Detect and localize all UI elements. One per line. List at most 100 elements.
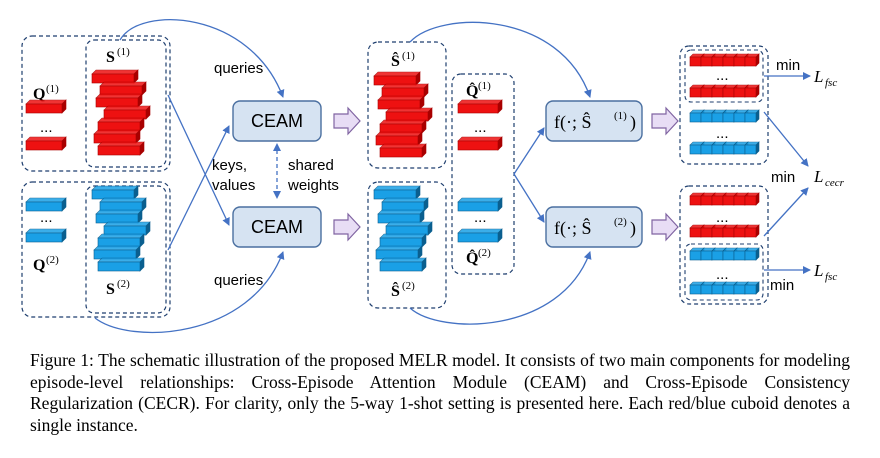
output-top-blue-grid — [689, 109, 760, 155]
cuboid — [103, 105, 151, 111]
cuboid — [744, 144, 757, 155]
episode2-box — [21, 181, 171, 318]
output-top-red-dots: ... — [716, 67, 729, 84]
cuboid — [379, 143, 427, 149]
block-arrow-bottom — [333, 212, 361, 242]
cuboid — [25, 201, 63, 212]
cuboid — [700, 195, 713, 206]
loss-fsc-top: L fsc — [813, 67, 837, 89]
cuboid — [95, 97, 139, 108]
cuboid — [375, 249, 419, 260]
min-top-label: min — [776, 57, 800, 74]
output-top-box — [679, 45, 769, 165]
cuboid — [733, 195, 746, 206]
cuboid — [733, 112, 746, 123]
cuboid — [99, 201, 143, 212]
cuboid — [103, 225, 147, 236]
support1-box — [85, 39, 167, 168]
cuboid — [457, 140, 499, 151]
q2hat-cuboids — [457, 197, 503, 243]
cuboid — [689, 144, 702, 155]
block-arrow-out-top — [651, 106, 679, 136]
qhat-to-f-bottom — [513, 173, 545, 223]
cuboid — [711, 284, 724, 295]
svg-text:Ŝ: Ŝ — [391, 281, 400, 300]
svg-text:(2): (2) — [478, 247, 491, 259]
svg-text:f(·; Ŝ: f(·; Ŝ — [554, 217, 592, 239]
shared-label: shared — [288, 157, 334, 174]
cuboid — [385, 221, 433, 227]
q2hat-dots: ... — [474, 209, 487, 226]
cuboid — [97, 233, 145, 239]
cuboid — [91, 185, 139, 191]
svg-text:(1): (1) — [117, 46, 130, 58]
block-arrow-top — [333, 106, 361, 136]
keys-values-line-1 — [167, 94, 230, 226]
cuboid — [99, 197, 147, 203]
cuboid — [711, 112, 724, 123]
cuboid — [25, 232, 63, 243]
support2-label: S (2) — [106, 278, 130, 298]
cuboid — [375, 245, 423, 251]
q1hat-label: Q̂ (1) — [466, 80, 491, 100]
cuboid — [700, 284, 713, 295]
ceam-top-box — [232, 100, 322, 142]
cuboid — [700, 87, 713, 98]
cuboid — [97, 237, 141, 248]
cuboid — [711, 144, 724, 155]
cuboid — [722, 227, 735, 238]
melr-diagram: Q (1) S (1) ... ... Q (2) S (2) CEAM CEA… — [21, 19, 845, 334]
cuboid — [457, 99, 503, 105]
output-bottom-red-dots: ... — [716, 209, 729, 226]
ceam-top-label: CEAM — [251, 111, 303, 131]
cuboid — [689, 87, 702, 98]
cecr-arrow-bottom — [763, 187, 809, 237]
svg-text:fsc: fsc — [825, 271, 837, 283]
cuboid — [385, 107, 433, 113]
cuboid — [711, 56, 724, 67]
cuboid — [744, 56, 757, 67]
keys-values-line-2 — [167, 125, 230, 251]
output-bottom-red-grid — [689, 192, 760, 238]
cuboid — [689, 56, 702, 67]
query2-dots: ... — [40, 209, 53, 226]
cuboid — [722, 195, 735, 206]
min-bottom-label: min — [770, 277, 794, 294]
support2-cuboids — [91, 185, 151, 272]
cuboid — [103, 221, 151, 227]
cuboid — [97, 141, 145, 147]
cuboid — [744, 195, 757, 206]
svg-text:fsc: fsc — [825, 77, 837, 89]
min-cecr-label: min — [771, 169, 795, 186]
cuboid — [744, 227, 757, 238]
query1-cuboids — [25, 99, 67, 151]
cuboid — [377, 209, 425, 215]
output-bottom-box — [679, 185, 769, 305]
query2-cuboids — [25, 197, 67, 243]
svg-text:S: S — [106, 281, 115, 298]
queries-bottom-label: queries — [214, 272, 263, 289]
cuboid — [377, 99, 421, 110]
s2hat-to-f-curve — [409, 251, 592, 325]
cuboid — [99, 85, 143, 96]
cuboid — [700, 144, 713, 155]
cuboid — [97, 145, 141, 156]
cuboid — [373, 189, 417, 200]
cuboid — [379, 123, 423, 134]
svg-text:(2): (2) — [614, 216, 627, 228]
cuboid — [689, 284, 702, 295]
cuboid — [91, 69, 139, 75]
q2hat-label: Q̂ (2) — [466, 247, 491, 267]
cuboid — [722, 56, 735, 67]
cuboid — [379, 261, 423, 272]
cuboid — [385, 111, 429, 122]
cuboid — [373, 71, 421, 77]
svg-text:(2): (2) — [402, 280, 415, 292]
cuboid — [373, 75, 417, 86]
cuboid — [700, 56, 713, 67]
output-top-red-grid — [689, 53, 760, 98]
cuboid — [733, 284, 746, 295]
cuboid — [711, 227, 724, 238]
cuboid — [689, 227, 702, 238]
loss-fsc-bottom: L fsc — [813, 261, 837, 283]
